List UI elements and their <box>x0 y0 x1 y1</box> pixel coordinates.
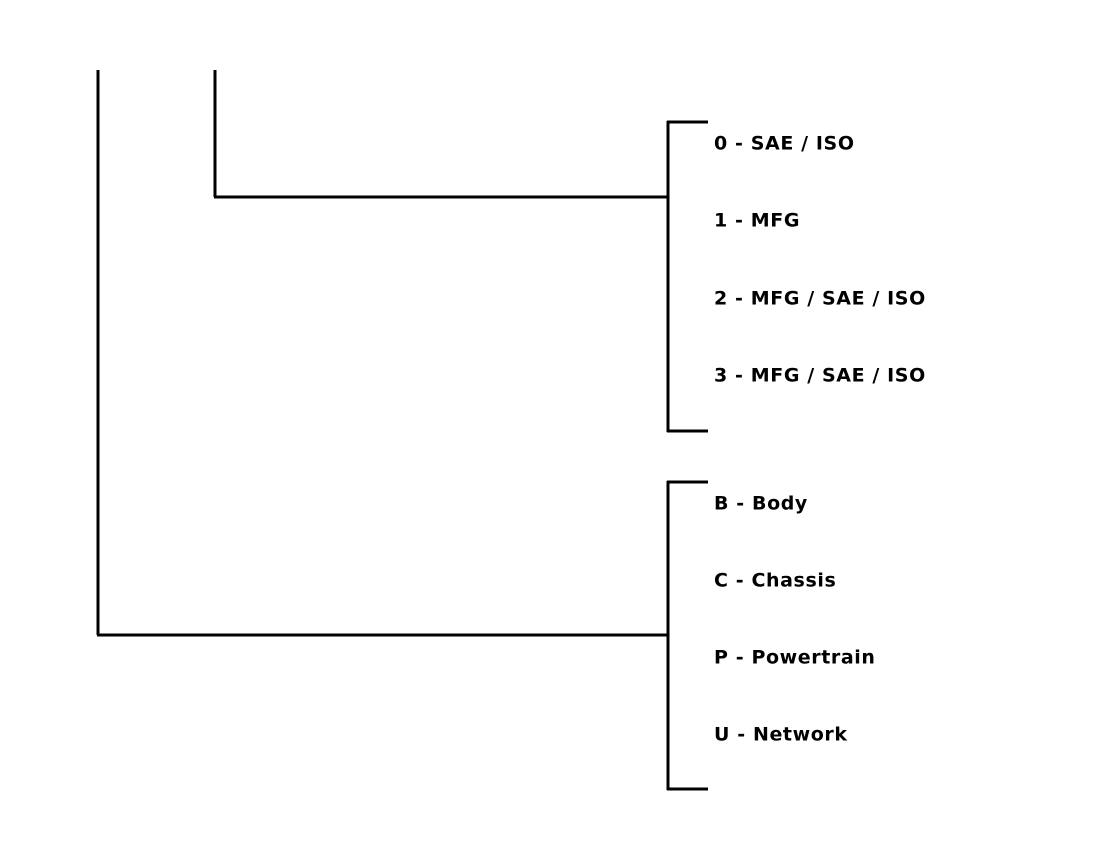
leaf-label-3: 3 - MFG / SAE / ISO <box>714 364 926 387</box>
link-upper-branch <box>213 70 668 199</box>
link-root-branch <box>96 70 668 637</box>
leaf-label-1: 1 - MFG <box>714 209 801 232</box>
leaf-label-u: U - Network <box>714 723 848 746</box>
cluster-lower-bracket <box>666 480 708 791</box>
leaf-label-2: 2 - MFG / SAE / ISO <box>714 287 926 310</box>
leaf-label-p: P - Powertrain <box>714 646 876 669</box>
leaf-label-0: 0 - SAE / ISO <box>714 132 855 155</box>
cluster-upper-bracket <box>666 120 708 433</box>
leaf-label-b: B - Body <box>714 492 808 515</box>
leaf-label-c: C - Chassis <box>714 569 837 592</box>
